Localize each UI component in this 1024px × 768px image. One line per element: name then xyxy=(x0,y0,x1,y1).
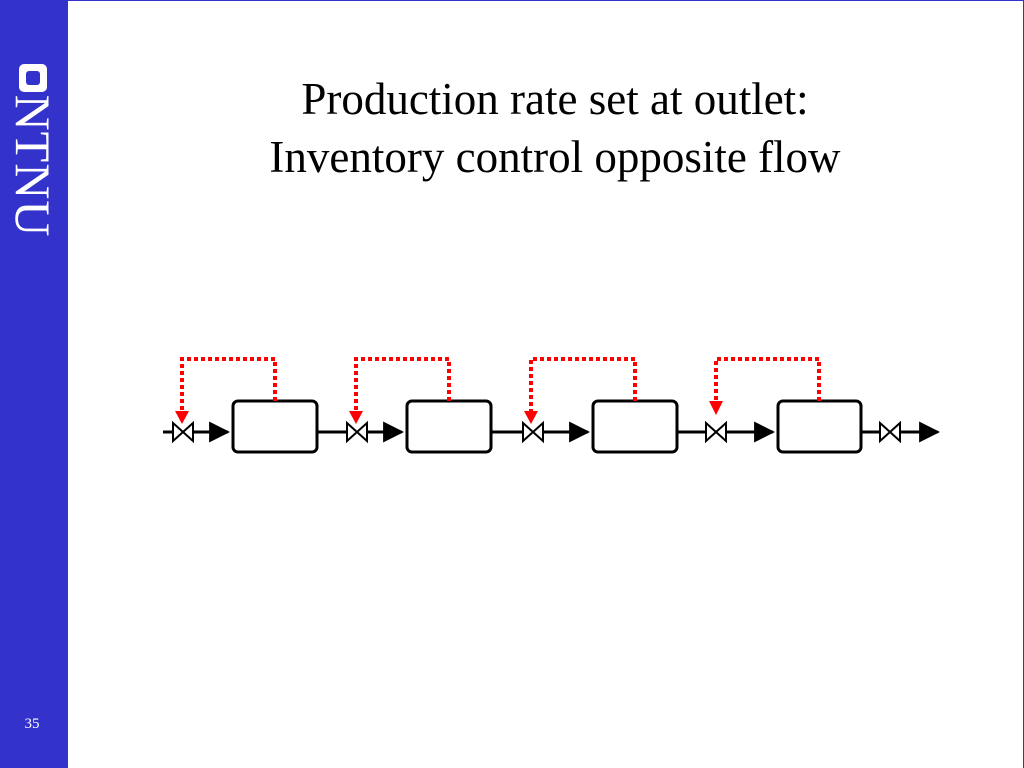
process-unit-3 xyxy=(591,399,679,454)
slide-top-border xyxy=(0,0,1024,1)
page-number: 35 xyxy=(24,716,40,732)
ntnu-logo-icon xyxy=(19,64,47,92)
control-arrow-icon-2 xyxy=(349,411,363,424)
process-unit-2 xyxy=(405,399,493,454)
control-arrow-icon-4 xyxy=(709,401,723,415)
process-unit-1 xyxy=(231,399,319,454)
valves xyxy=(172,420,901,444)
process-units xyxy=(231,399,863,454)
control-loop-3 xyxy=(529,357,637,412)
valve-icon-1 xyxy=(172,420,194,444)
control-loop-4 xyxy=(714,357,821,402)
valve-icon-2 xyxy=(346,420,368,444)
control-loop-1 xyxy=(180,357,277,412)
control-arrow-icon-1 xyxy=(175,411,189,424)
control-loops xyxy=(180,357,821,412)
title-line-1: Production rate set at outlet: xyxy=(301,74,809,124)
process-unit-4 xyxy=(776,399,863,454)
valve-icon-4 xyxy=(705,420,727,444)
page-title: Production rate set at outlet: Inventory… xyxy=(110,70,1000,186)
sidebar: NTNU 35 xyxy=(0,0,68,768)
title-line-2: Inventory control opposite flow xyxy=(269,132,841,182)
valve-icon-5 xyxy=(879,420,901,444)
control-loop-arrowheads xyxy=(175,401,723,424)
valve-icon-3 xyxy=(522,420,544,444)
control-arrow-icon-3 xyxy=(524,411,538,424)
control-loop-2 xyxy=(354,357,451,412)
